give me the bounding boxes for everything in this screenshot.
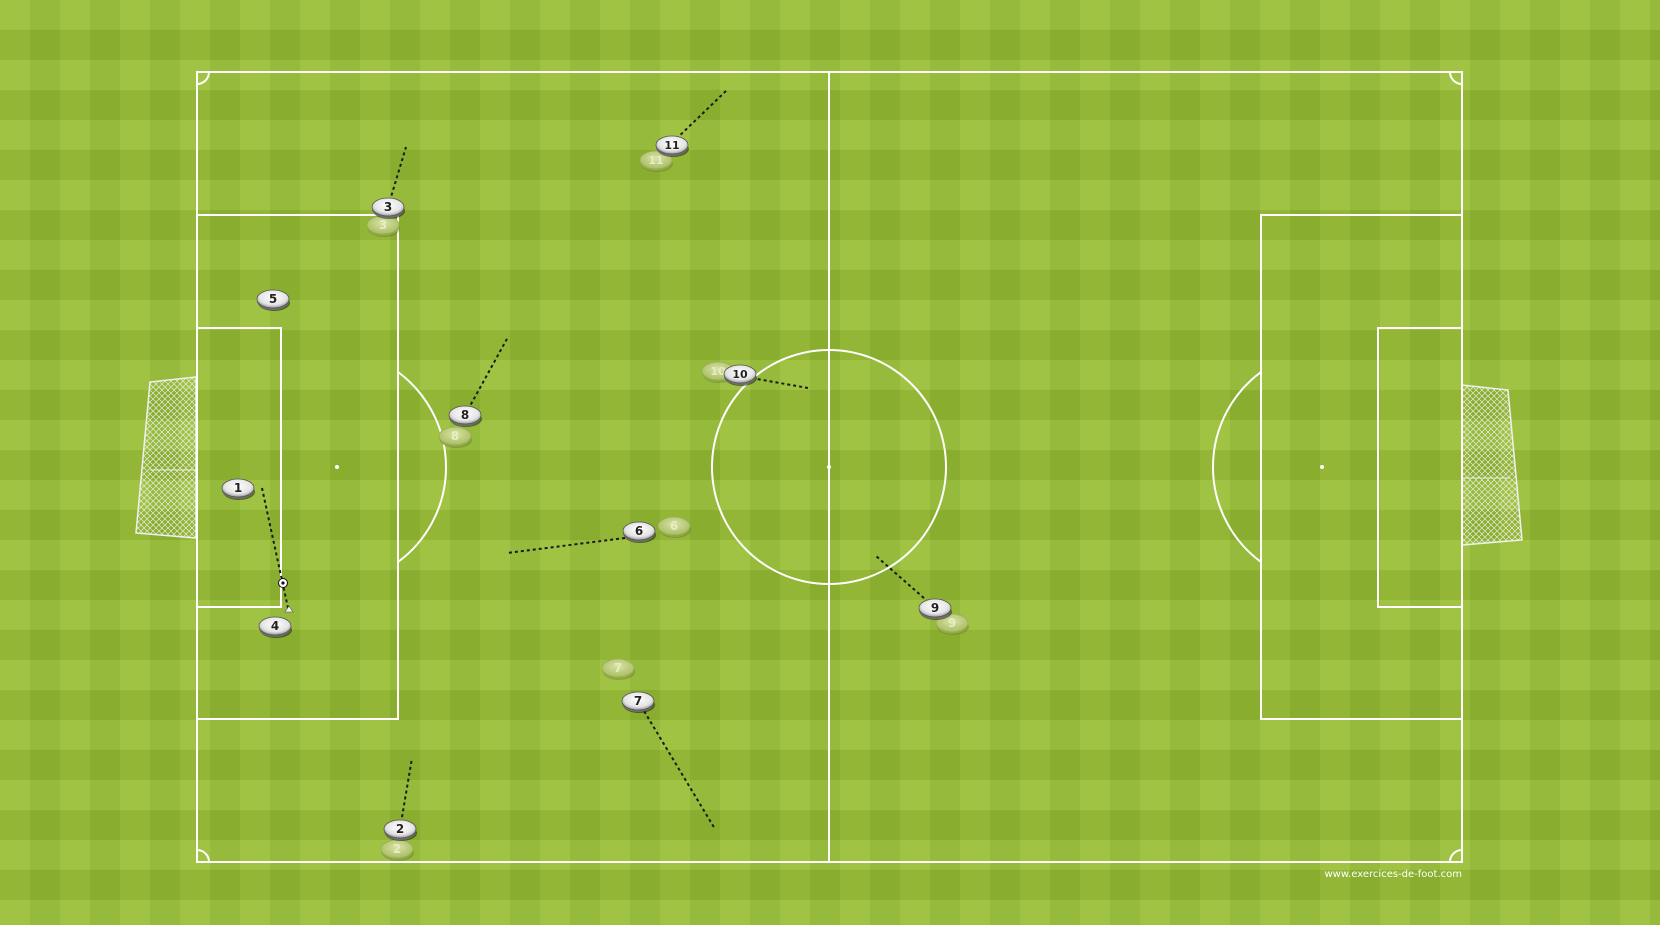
right-penalty-arc bbox=[1212, 371, 1262, 563]
player-ghost-8: 8 bbox=[438, 426, 472, 448]
ghost-player-number: 6 bbox=[670, 519, 678, 533]
ghost-player-number: 10 bbox=[710, 365, 726, 378]
ghost-player-number: 8 bbox=[451, 429, 459, 443]
center-circle bbox=[711, 349, 947, 585]
player-number: 3 bbox=[384, 200, 392, 214]
player-9: 9 bbox=[918, 598, 952, 620]
movement-line-8 bbox=[464, 336, 509, 416]
ghost-player-number: 11 bbox=[648, 154, 663, 167]
player-ghost-11: 11 bbox=[639, 150, 673, 172]
ghost-player-number: 2 bbox=[393, 842, 401, 856]
player-number: 4 bbox=[271, 619, 279, 633]
player-ghost-3: 3 bbox=[366, 215, 400, 237]
player-number: 10 bbox=[732, 368, 748, 381]
player-ghost-9: 9 bbox=[935, 613, 969, 635]
ball-icon bbox=[278, 578, 288, 588]
left-penalty-arc bbox=[397, 371, 447, 563]
player-number: 6 bbox=[635, 524, 643, 538]
movement-line-7 bbox=[637, 700, 716, 830]
player-1: 1 bbox=[221, 478, 255, 500]
player-number: 7 bbox=[634, 694, 642, 708]
left-goal-area bbox=[196, 327, 282, 608]
corner-arc-top-left bbox=[196, 71, 210, 85]
movement-line-6 bbox=[506, 537, 626, 554]
ghost-player-number: 7 bbox=[614, 661, 622, 675]
watermark: www.exercices-de-foot.com bbox=[1325, 869, 1463, 880]
player-ghost-2: 2 bbox=[380, 839, 414, 861]
movement-line-2 bbox=[399, 757, 413, 830]
cone-marker-icon bbox=[284, 605, 294, 613]
player-ghost-7: 7 bbox=[601, 658, 635, 680]
movement-line-1 bbox=[261, 487, 289, 609]
movement-line-9 bbox=[875, 555, 934, 607]
player-ghost-6: 6 bbox=[657, 516, 691, 538]
ghost-player-number: 9 bbox=[948, 616, 956, 630]
player-5: 5 bbox=[256, 289, 290, 311]
player-number: 5 bbox=[269, 292, 277, 306]
corner-arc-top-right bbox=[1449, 71, 1463, 85]
movement-lines bbox=[261, 88, 934, 830]
player-number: 2 bbox=[396, 822, 404, 836]
right-penalty-spot bbox=[1320, 465, 1324, 469]
player-6: 6 bbox=[622, 521, 656, 543]
corner-arc-bottom-left bbox=[196, 849, 210, 863]
ghost-player-number: 3 bbox=[379, 218, 387, 232]
player-3: 3 bbox=[371, 197, 405, 219]
right-goal-area bbox=[1377, 327, 1463, 608]
left-penalty-spot bbox=[335, 465, 339, 469]
player-number: 11 bbox=[664, 139, 679, 152]
player-11: 11 bbox=[655, 135, 689, 157]
player-number: 9 bbox=[931, 601, 939, 615]
corner-arc-bottom-right bbox=[1449, 849, 1463, 863]
pitch-markings bbox=[196, 71, 1463, 863]
player-10: 10 bbox=[723, 364, 757, 386]
player-8: 8 bbox=[448, 405, 482, 427]
player-number: 1 bbox=[234, 481, 242, 495]
player-2: 2 bbox=[383, 819, 417, 841]
player-4: 4 bbox=[258, 616, 292, 638]
center-spot bbox=[827, 465, 831, 469]
player-7: 7 bbox=[621, 691, 655, 713]
player-number: 8 bbox=[461, 408, 469, 422]
movement-line-11 bbox=[671, 88, 729, 144]
movement-line-3 bbox=[387, 146, 407, 208]
